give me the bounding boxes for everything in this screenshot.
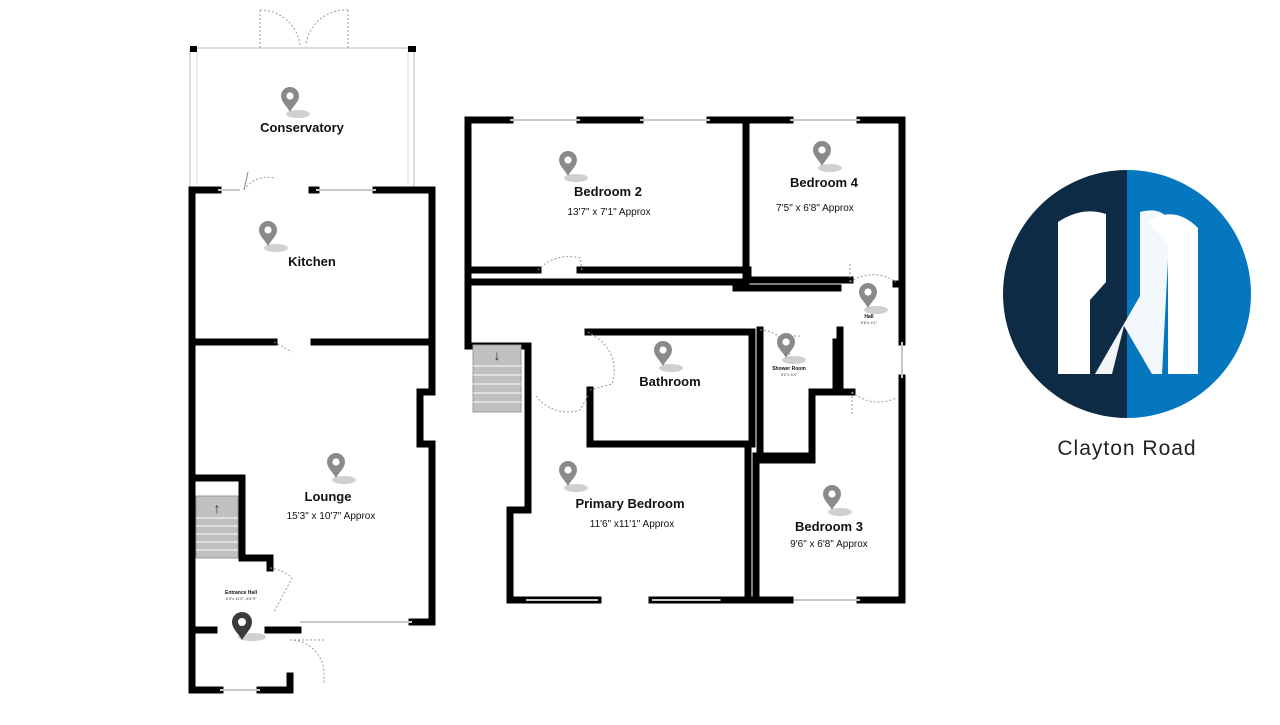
- lounge-label: Lounge: [305, 489, 352, 504]
- shower-room-size: 5'2"x 5'4": [781, 372, 798, 377]
- shower-room-label: Shower Room: [772, 366, 806, 372]
- entrance-hall-size: 6'3"x 11'9", 6'6"9": [226, 596, 257, 601]
- bedroom-4-label: Bedroom 4: [790, 175, 859, 190]
- bathroom-map-pin-icon: [654, 341, 683, 372]
- bedroom-2-size: 13'7" x 7'1" Approx: [567, 207, 650, 218]
- bedroom-2-label: Bedroom 2: [574, 184, 642, 199]
- kitchen-map-pin-icon: [259, 221, 288, 252]
- lounge-map-pin-icon: [327, 453, 356, 484]
- bedroom-4-size: 7'5" x 6'8" Approx: [776, 203, 854, 214]
- shower-room-map-pin-icon: [777, 333, 806, 364]
- bathroom-label: Bathroom: [639, 374, 700, 389]
- primary-bedroom-label: Primary Bedroom: [575, 496, 684, 511]
- primary-bedroom-map-pin-icon: [559, 461, 588, 492]
- first-floor: ↓ Bedroom 2 13'7" x 7'1" Approx Bedroom …: [464, 116, 906, 604]
- conservatory-label: Conservatory: [260, 120, 345, 135]
- stairs-up-arrow: ↑: [214, 500, 221, 516]
- kitchen-label: Kitchen: [288, 254, 336, 269]
- bedroom-3-map-pin-icon: [823, 485, 852, 516]
- ground-stairs: ↑: [195, 495, 239, 559]
- lounge-size: 15'3" x 10'7" Approx: [287, 511, 376, 522]
- primary-bedroom-size: 11'6" x11'1" Approx: [590, 519, 675, 530]
- bedroom-3-size: 9'6" x 6'8" Approx: [790, 539, 868, 550]
- hall-size: 6'6"x 4'1": [861, 320, 878, 325]
- ground-floor: ↑ Conservatory Kitchen Lounge 15'3" x 10…: [188, 9, 436, 694]
- conservatory-room: [189, 9, 416, 188]
- bedroom-4-map-pin-icon: [813, 141, 842, 172]
- hall-label: Hall: [864, 314, 874, 320]
- kitchen-walls: [188, 171, 436, 622]
- bedroom-2-map-pin-icon: [559, 151, 588, 182]
- hall-map-pin-icon: [859, 283, 888, 314]
- entrance-hall-walls: [188, 614, 325, 694]
- conservatory-map-pin-icon: [281, 87, 310, 118]
- bedroom-3-label: Bedroom 3: [795, 519, 863, 534]
- lounge-walls: [188, 338, 436, 626]
- property-name: Clayton Road: [1057, 437, 1196, 460]
- stairs-down-arrow: ↓: [494, 347, 501, 363]
- brand-logo: [1003, 170, 1251, 418]
- entrance-location-pin-icon: [232, 612, 266, 641]
- entrance-hall-label: Entrance Hall: [225, 590, 258, 596]
